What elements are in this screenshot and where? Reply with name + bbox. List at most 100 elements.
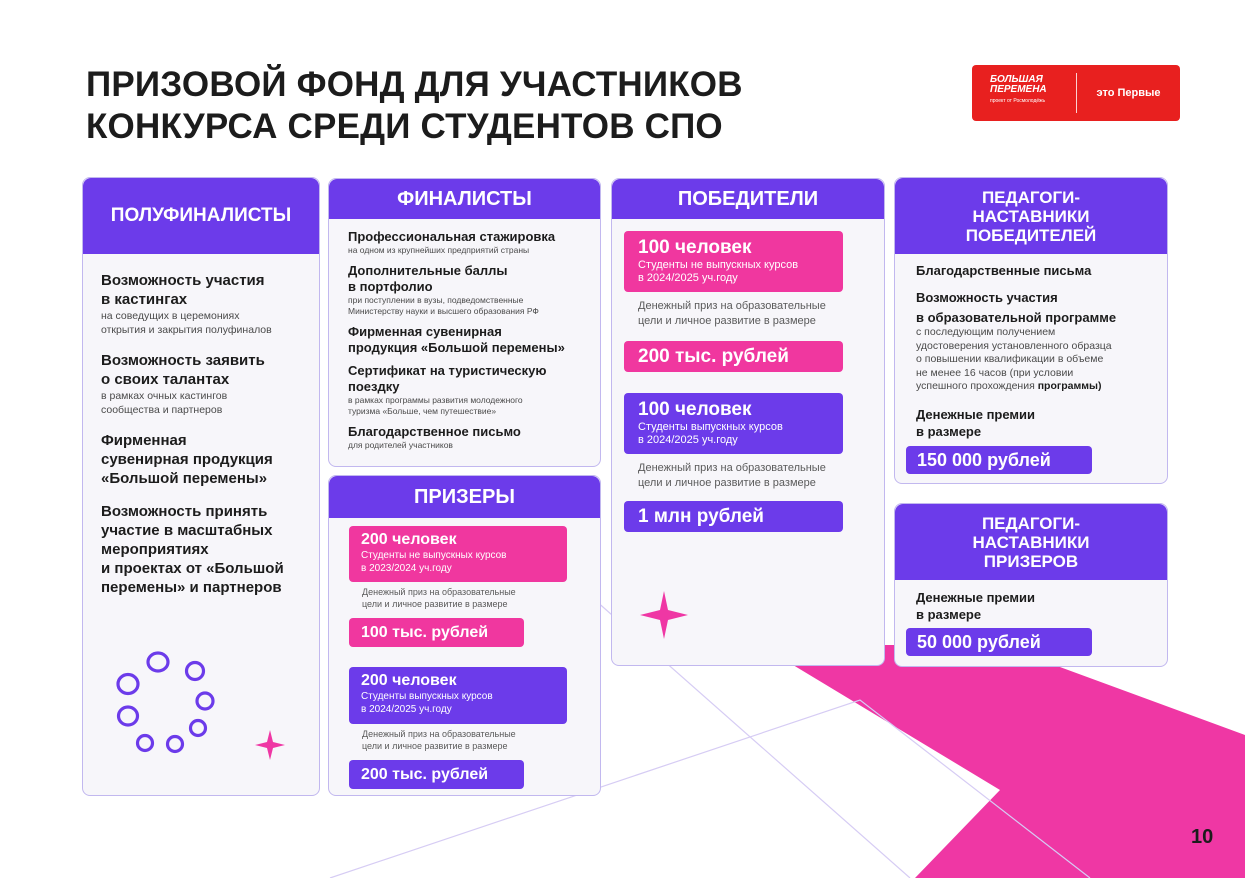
- header-line: ПОБЕДИТЕЛЕЙ: [965, 225, 1097, 245]
- letters-item: Благодарственные письма: [916, 263, 1092, 278]
- item-title: участие в масштабных: [101, 522, 273, 539]
- item-title: Возможность участия: [101, 272, 265, 289]
- program-title: в образовательной программе: [916, 310, 1117, 325]
- finalists-item: Благодарственное письмо для родителей уч…: [348, 424, 582, 451]
- item-title: сувенирная продукция: [101, 451, 273, 468]
- mentors-prizers-card: ПЕДАГОГИ- НАСТАВНИКИ ПРИЗЕРОВ Денежные п…: [894, 503, 1168, 667]
- item-title: Возможность заявить: [101, 352, 265, 369]
- amount-text: 200 тыс. рублей: [638, 345, 789, 367]
- prize-label-line: Денежный приз на образовательные: [638, 300, 826, 312]
- semifinalists-item: Возможность принять участие в масштабных…: [101, 502, 301, 597]
- bonus-title: в размере: [916, 423, 982, 439]
- sparkle-icon: [255, 730, 285, 760]
- item-title: о своих талантах: [101, 371, 230, 388]
- group-desc: Студенты выпускных курсов: [638, 421, 783, 433]
- prize-amount: 100 тыс. рублей: [349, 618, 524, 647]
- item-subtitle: на одном из крупнейших предприятий стран…: [348, 245, 530, 255]
- item-subtitle: сообщества и партнеров: [101, 404, 223, 416]
- item-title: Фирменная сувенирная: [348, 324, 502, 339]
- item-title: в портфолио: [348, 279, 433, 294]
- prize-label-line: Денежный приз на образовательные: [362, 587, 516, 597]
- prize-label-line: цели и личное развитие в размере: [362, 741, 508, 751]
- logo-divider: [1076, 73, 1077, 113]
- item-title: продукция «Большой перемены»: [348, 340, 565, 355]
- mentors-prizers-header: ПЕДАГОГИ- НАСТАВНИКИ ПРИЗЕРОВ: [895, 504, 1167, 580]
- amount-text: 1 млн рублей: [638, 505, 764, 527]
- prize-label: Денежный приз на образовательные цели и …: [638, 461, 826, 491]
- logo-sub: проект от Росмолодёжь: [990, 98, 1046, 104]
- item-subtitle: при поступлении в вузы, подведомственные: [348, 295, 524, 305]
- finalists-item: Фирменная сувенирная продукция «Большой …: [348, 324, 582, 356]
- outline-chevron-lower: [329, 699, 1091, 878]
- prize-amount: 200 тыс. рублей: [349, 760, 524, 789]
- item-title: Благодарственное письмо: [348, 424, 521, 439]
- header-line: НАСТАВНИКИ: [972, 532, 1090, 552]
- pink-chevron: [760, 645, 1245, 878]
- prizers-header: ПРИЗЕРЫ: [329, 476, 600, 518]
- winners-group-pill: 100 человек Студенты не выпускных курсов…: [624, 231, 843, 292]
- group-desc: в 2024/2025 уч.году: [361, 704, 452, 715]
- program-sub: с последующим получением: [916, 326, 1056, 338]
- prize-label-line: Денежный приз на образовательные: [638, 462, 826, 474]
- item-title: «Большой перемены»: [101, 470, 268, 487]
- group-count: 100 человек: [638, 399, 752, 420]
- prize-label: Денежный приз на образовательные цели и …: [362, 586, 516, 610]
- group-desc: Студенты не выпускных курсов: [638, 259, 799, 271]
- program-sub: о повышении квалификации в объеме: [916, 353, 1104, 365]
- prize-label-line: Денежный приз на образовательные: [362, 729, 516, 739]
- item-subtitle: Министерству науки и высшего образования…: [348, 306, 539, 316]
- program-title: Возможность участия: [916, 290, 1058, 305]
- page-number: 10: [1191, 826, 1214, 848]
- amount-text: 150 000 рублей: [917, 449, 1051, 470]
- brand-logo: Большая перемена проект от Росмолодёжь э…: [972, 65, 1180, 121]
- header-line: ПРИЗЕРОВ: [983, 551, 1079, 571]
- prize-amount: 200 тыс. рублей: [624, 341, 843, 372]
- finalists-item: Сертификат на туристическую поездку в ра…: [348, 363, 582, 417]
- item-subtitle: открытия и закрытия полуфиналов: [101, 324, 272, 336]
- program-sub-bold: программы): [1037, 380, 1102, 392]
- logo-mark: Большая перемена проект от Росмолодёжь: [972, 65, 1076, 121]
- item-title: Фирменная: [101, 432, 187, 449]
- prizers-group-pill: 200 человек Студенты выпускных курсов в …: [349, 667, 567, 724]
- item-title: мероприятиях: [101, 541, 209, 558]
- bonus-title: Денежные премии: [916, 406, 1036, 422]
- program-sub-text: успешного прохождения: [916, 380, 1038, 392]
- item-subtitle: для родителей участников: [348, 440, 453, 450]
- header-line: ПЕДАГОГИ-: [981, 513, 1081, 533]
- finalists-item: Профессиональная стажировка на одном из …: [348, 229, 582, 256]
- prize-amount: 150 000 рублей: [906, 446, 1092, 474]
- semifinalists-header: ПОЛУФИНАЛИСТЫ: [83, 178, 319, 254]
- finalists-card: ФИНАЛИСТЫ Профессиональная стажировка на…: [328, 178, 601, 467]
- amount-text: 50 000 рублей: [917, 631, 1041, 652]
- page-title-line-1: ПРИЗОВОЙ ФОНД ДЛЯ УЧАСТНИКОВ: [86, 65, 743, 104]
- winners-group-pill: 100 человек Студенты выпускных курсов в …: [624, 393, 843, 454]
- amount-text: 200 тыс. рублей: [361, 765, 489, 783]
- page-title-line-2: КОНКУРСА СРЕДИ СТУДЕНТОВ СПО: [86, 107, 723, 146]
- item-subtitle: туризма «Больше, чем путешествие»: [348, 406, 497, 416]
- semifinalists-item: Фирменная сувенирная продукция «Большой …: [101, 431, 301, 488]
- semifinalists-item: Возможность участия в кастингах на совед…: [101, 271, 301, 337]
- group-desc: в 2023/2024 уч.году: [361, 563, 452, 574]
- header-line: НАСТАВНИКИ: [972, 206, 1090, 226]
- sparkle-icon: [640, 591, 688, 639]
- item-title: и проектах от «Большой: [101, 560, 284, 577]
- finalists-item: Дополнительные баллы в портфолио при пос…: [348, 263, 582, 317]
- decorative-circles: [116, 651, 215, 754]
- bonus-title: Денежные премии: [916, 590, 1036, 605]
- amount-text: 100 тыс. рублей: [361, 623, 489, 641]
- semifinalists-card: ПОЛУФИНАЛИСТЫ Возможность участия в каст…: [82, 177, 320, 796]
- group-desc: Студенты не выпускных курсов: [361, 550, 507, 561]
- program-sub: не менее 16 часов (при условии: [916, 366, 1074, 379]
- program-sub-last: успешного прохождения программы): [916, 380, 1147, 394]
- program-sub: удостоверения установленного образца: [916, 339, 1112, 352]
- mentors-winners-header: ПЕДАГОГИ- НАСТАВНИКИ ПОБЕДИТЕЛЕЙ: [895, 178, 1167, 254]
- prize-label-line: цели и личное развитие в размере: [362, 599, 508, 609]
- logo-name: Большая перемена: [990, 74, 1047, 95]
- page-title: ПРИЗОВОЙ ФОНД ДЛЯ УЧАСТНИКОВ КОНКУРСА СР…: [86, 64, 906, 148]
- prize-amount: 50 000 рублей: [906, 628, 1092, 656]
- item-title: Сертификат на туристическую: [348, 363, 547, 378]
- winners-card: ПОБЕДИТЕЛИ 100 человек Студенты не выпус…: [611, 178, 885, 666]
- item-subtitle: в рамках очных кастингов: [101, 390, 228, 402]
- group-count: 200 человек: [361, 672, 457, 689]
- group-count: 200 человек: [361, 531, 457, 548]
